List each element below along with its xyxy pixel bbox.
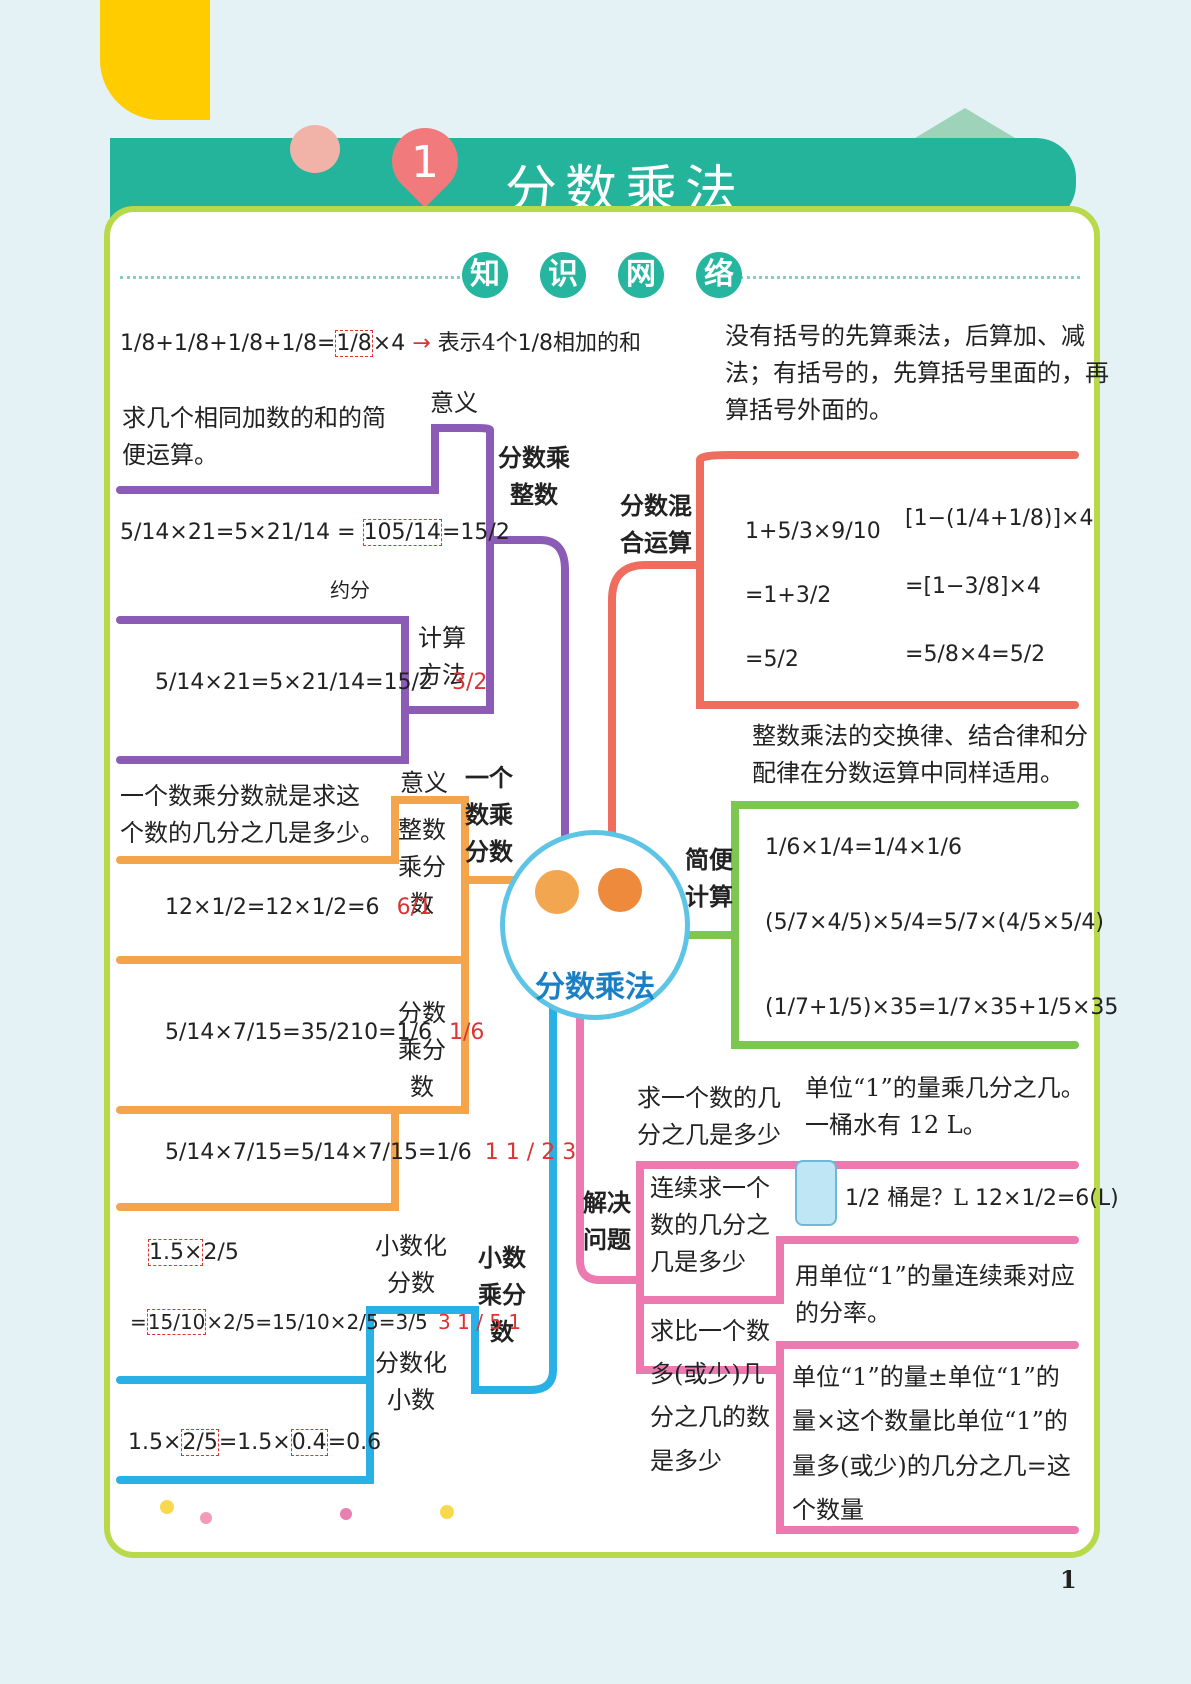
frac-to-dec-label: 分数化小数 xyxy=(375,1349,447,1415)
reduce-note: 约分 xyxy=(330,578,370,602)
section-char: 络 xyxy=(696,252,742,298)
q2-text: 用单位“1”的量连续乘对应的分率。 xyxy=(795,1262,1075,1328)
simple-rule: 整数乘法的交换律、结合律和分配律在分数运算中同样适用。 xyxy=(752,722,1088,788)
page-number: 1 xyxy=(1060,1565,1077,1594)
branch-label-simple: 简便计算 xyxy=(685,846,733,912)
section-char: 识 xyxy=(540,252,586,298)
example-4: 5/14×7/15=35/210=1/6 1/6 xyxy=(165,1020,485,1045)
example-5: 5/14×7/15=5/14×7/15=1/6 1 1 / 2 3 xyxy=(165,1140,577,1165)
section-divider-right xyxy=(740,276,1080,279)
example-1: 5/14×21=5×21/14 = 105/14=15/2 xyxy=(120,519,510,546)
example-6: =15/10×2/5=15/10×2/5=3/5 3 1 / 5 1 xyxy=(130,1309,522,1335)
section-char: 网 xyxy=(618,252,664,298)
flower-decoration-icon xyxy=(200,1512,212,1524)
central-node xyxy=(500,830,690,1020)
example-7: 1.5×2/5=1.5×0.4=0.6 xyxy=(128,1429,382,1456)
q2-label: 连续求一个数的几分之几是多少 xyxy=(650,1174,770,1277)
q1-example: 1/2 桶是？L 12×1/2=6(L) xyxy=(845,1186,1119,1211)
flower-decoration-icon xyxy=(340,1508,352,1520)
q3-text: 单位“1”的量±单位“1”的量×这个数量比单位“1”的量多(或少)的几分之几=这… xyxy=(792,1363,1071,1525)
section-divider-left xyxy=(120,276,460,279)
meaning-text: 求几个相同加数的和的简便运算。 xyxy=(122,404,386,470)
bear-mascot-icon xyxy=(290,125,340,173)
dec-to-frac-label: 小数化分数 xyxy=(375,1232,447,1298)
meaning-label-2: 意义 xyxy=(400,769,448,797)
mountain-icon xyxy=(915,108,1015,138)
int-times-frac-label: 整数乘分数 xyxy=(398,816,446,919)
central-label: 分数乘法 xyxy=(535,970,655,1005)
q1-label: 求一个数的几分之几是多少 xyxy=(637,1084,781,1150)
simple-example-1: 1/6×1/4=1/4×1/6 xyxy=(765,835,962,860)
section-char: 知 xyxy=(462,252,508,298)
mixed-rule: 没有括号的先算乘法，后算加、减法；有括号的，先算括号里面的，再算括号外面的。 xyxy=(725,322,1109,425)
simple-example-2: (5/7×4/5)×5/4=5/7×(4/5×5/4) xyxy=(765,910,1104,935)
mixed-example-a: 1+5/3×9/10 =1+3/2 =5/2 xyxy=(745,519,881,672)
example-2: 5/14×21=5×21/14=15/2 3/2 xyxy=(155,670,488,695)
flower-decoration-icon xyxy=(440,1505,454,1519)
squirrel-mascot-icon xyxy=(598,868,642,912)
example-3: 12×1/2=12×1/2=6 6/1 xyxy=(165,895,432,920)
corner-decoration xyxy=(100,0,210,120)
example-6-top: 1.5×2/5 xyxy=(148,1239,239,1266)
squirrel-mascot-icon xyxy=(535,870,579,914)
flower-decoration-icon xyxy=(160,1500,174,1514)
mixed-example-b: [1−(1/4+1/8)]×4 =[1−3/8]×4 =5/8×4=5/2 xyxy=(905,506,1094,668)
sum-formula: 1/8+1/8+1/8+1/8=1/8×4 → 表示4个1/8相加的和 xyxy=(120,330,642,357)
branch-label-num-times-frac: 一个数乘分数 xyxy=(465,764,513,867)
branch-label-mixed: 分数混合运算 xyxy=(620,492,692,558)
simple-example-3: (1/7+1/5)×35=1/7×35+1/5×35 xyxy=(765,995,1119,1020)
meaning-text-2: 一个数乘分数就是求这个数的几分之几是多少。 xyxy=(120,782,384,848)
method-label: 计算方法 xyxy=(418,624,466,690)
branch-label-frac-times-int: 分数乘整数 xyxy=(498,444,570,510)
meaning-label: 意义 xyxy=(430,389,478,417)
branch-label-dec-times-frac: 小数乘分数 xyxy=(478,1244,526,1347)
q1-text: 单位“1”的量乘几分之几。一桶水有 12 L。 xyxy=(805,1074,1085,1140)
branch-label-solve: 解决问题 xyxy=(583,1189,631,1255)
q3-label: 求比一个数多(或少)几分之几的数是多少 xyxy=(650,1317,770,1475)
chapter-number: 1 xyxy=(411,137,439,188)
frac-times-frac-label: 分数乘分数 xyxy=(398,999,446,1102)
water-bottle-icon xyxy=(795,1160,837,1226)
